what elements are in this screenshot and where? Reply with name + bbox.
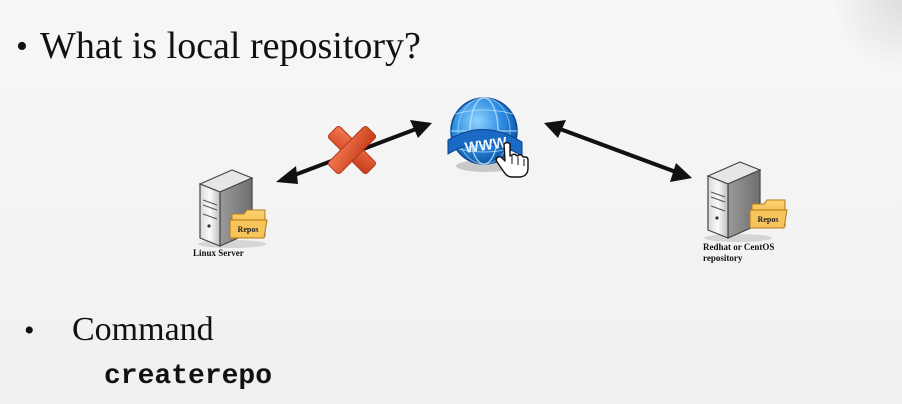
command-bullet: •: [24, 314, 35, 347]
slide-title: What is local repository?: [40, 25, 421, 67]
double-arrow-icon: [544, 120, 692, 182]
title-bullet: •: [16, 28, 28, 65]
hand-cursor-icon: [495, 141, 529, 178]
command-code: createrepo: [104, 361, 273, 392]
server-icon: [704, 161, 772, 242]
globe-icon: WWW: [447, 97, 523, 172]
remote-repository-label: Redhat or CentOS repository: [703, 242, 775, 263]
linux-server-label: Linux Server: [193, 248, 244, 258]
folder-icon: Repos: [749, 199, 788, 229]
globe-label: WWW: [464, 134, 509, 157]
folder-label: Repos: [238, 225, 259, 234]
command-label: Command: [72, 311, 214, 348]
cross-icon: [327, 125, 377, 175]
folder-label: Repos: [758, 215, 779, 224]
corner-shade: [832, 0, 902, 70]
server-icon: [198, 169, 266, 248]
folder-icon: Repos: [229, 209, 268, 239]
